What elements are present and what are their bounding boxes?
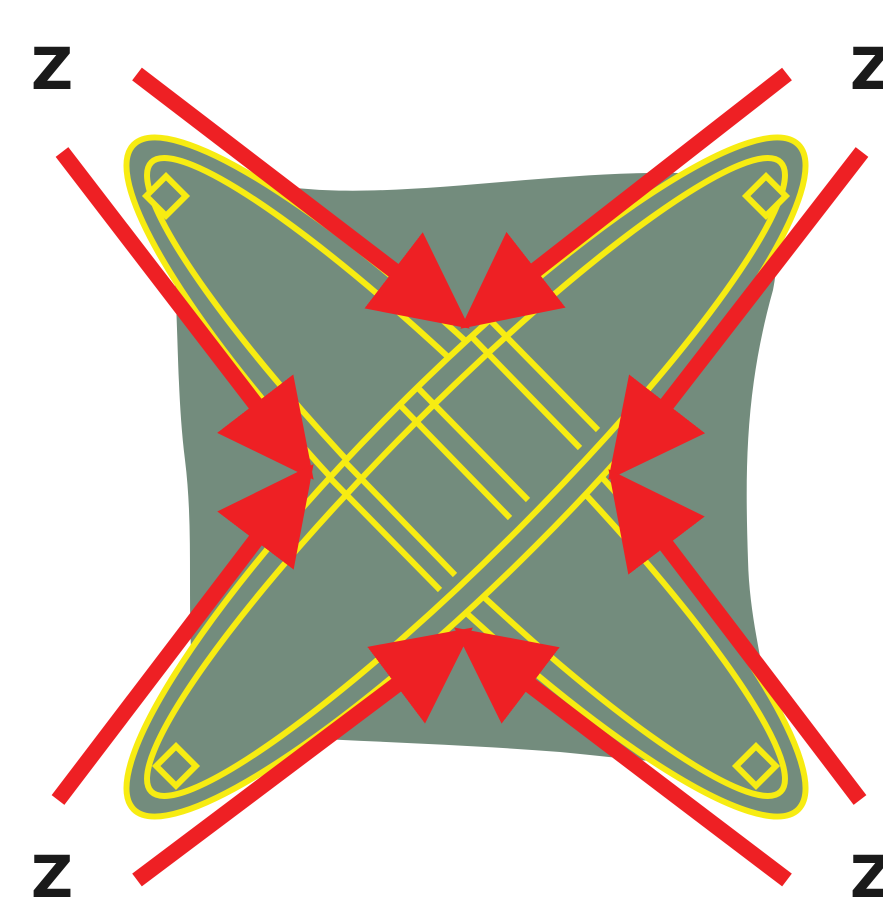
label-bottom-left: Z (31, 848, 73, 904)
label-bottom-right: Z (850, 848, 883, 904)
label-top-right: Z (850, 40, 883, 98)
label-top-left: Z (31, 40, 73, 98)
